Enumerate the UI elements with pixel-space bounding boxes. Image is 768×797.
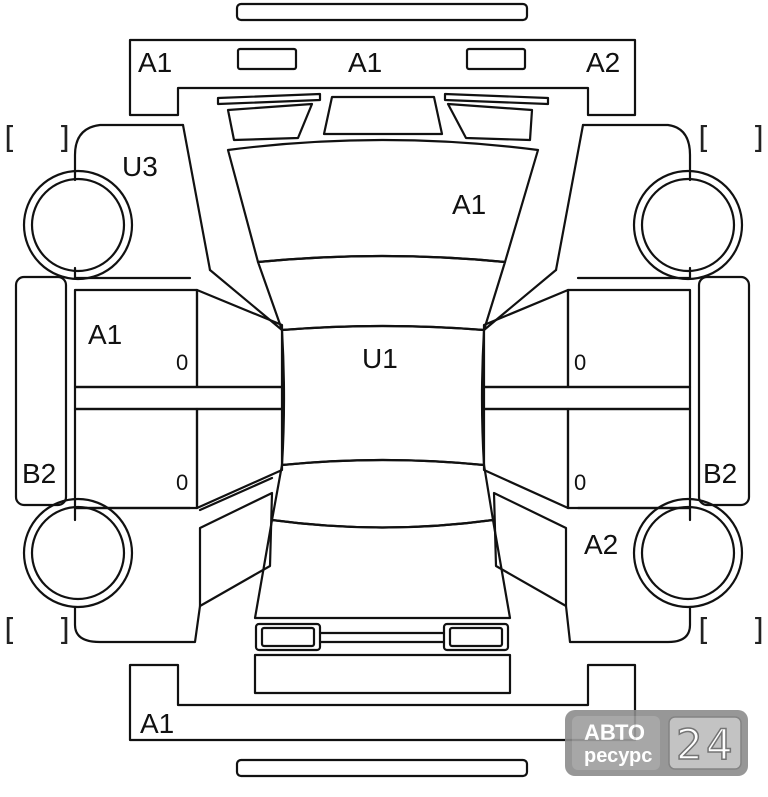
watermark-line1: АВТО xyxy=(584,720,645,745)
front-lip xyxy=(216,92,550,106)
wheel-front-right xyxy=(632,169,744,281)
watermark-digit2: 4 xyxy=(706,720,733,769)
watermark-logo: АВТО ресурс 2 4 xyxy=(565,710,748,776)
label-left-front-door: A1 xyxy=(88,319,122,350)
left-rear-glass xyxy=(195,407,284,510)
front-bumper-outline xyxy=(128,38,637,117)
label-rear-bumper: A1 xyxy=(140,708,174,739)
hood-panel xyxy=(226,138,540,264)
label-left-side-sill: B2 xyxy=(22,458,56,489)
wheel-rear-left xyxy=(22,497,134,609)
mark-right-rear-door: 0 xyxy=(574,470,586,495)
mark-left-front-door: 0 xyxy=(176,350,188,375)
tail-light-left xyxy=(254,622,322,652)
trunk-lid xyxy=(253,518,512,620)
wheel-front-left xyxy=(22,169,134,281)
bracket-tl-close: ] xyxy=(56,121,74,156)
left-rear-pillar xyxy=(198,476,274,512)
right-side-sill xyxy=(697,275,751,507)
watermark-line2: ресурс xyxy=(584,745,652,767)
right-rear-glass xyxy=(482,407,570,510)
body-top-right xyxy=(554,123,585,272)
watermark-digit1: 2 xyxy=(676,720,703,769)
label-left-front-fender: U3 xyxy=(122,151,158,182)
wheel-rear-right xyxy=(632,497,744,609)
label-front-left: A1 xyxy=(138,47,172,78)
right-quarter-glass xyxy=(492,491,568,608)
front-bar xyxy=(235,2,529,22)
rear-window xyxy=(270,458,495,529)
label-right-rear-fender: A2 xyxy=(584,529,618,560)
left-quarter-glass xyxy=(198,491,274,608)
bracket-tr-open: [ xyxy=(694,121,712,156)
left-front-glass xyxy=(195,288,284,389)
front-left-light xyxy=(236,47,298,71)
front-lamp-left xyxy=(226,102,314,142)
body-top-left xyxy=(181,123,212,272)
front-lamp-right xyxy=(446,102,534,142)
label-right-side-sill: B2 xyxy=(703,458,737,489)
bracket-br-close: ] xyxy=(750,613,768,648)
right-front-glass xyxy=(482,288,570,389)
car-body-outline xyxy=(73,123,692,644)
tail-light-left-inner xyxy=(260,626,316,648)
right-rear-door xyxy=(566,407,692,510)
mark-right-front-door: 0 xyxy=(574,350,586,375)
tail-light-right-inner xyxy=(448,626,504,648)
label-front-center: A1 xyxy=(348,47,382,78)
left-sill-strip xyxy=(73,385,284,411)
bracket-br-open: [ xyxy=(694,613,712,648)
mark-left-rear-door: 0 xyxy=(176,470,188,495)
right-sill-strip xyxy=(482,385,692,411)
label-hood: A1 xyxy=(452,189,486,220)
label-front-right: A2 xyxy=(586,47,620,78)
bracket-bl-close: ] xyxy=(56,613,74,648)
bracket-tl-open: [ xyxy=(0,121,18,156)
rear-panel xyxy=(253,653,512,695)
tail-light-right xyxy=(442,622,510,652)
bracket-tr-close: ] xyxy=(750,121,768,156)
front-grille xyxy=(322,95,444,136)
left-side-sill xyxy=(14,275,68,507)
rear-bar xyxy=(235,758,529,778)
bracket-bl-open: [ xyxy=(0,613,18,648)
rear-bumper-outline xyxy=(128,663,637,742)
front-right-light xyxy=(465,47,527,71)
right-front-door xyxy=(566,288,692,389)
cowl-panel xyxy=(256,254,507,332)
label-roof: U1 xyxy=(362,343,398,374)
